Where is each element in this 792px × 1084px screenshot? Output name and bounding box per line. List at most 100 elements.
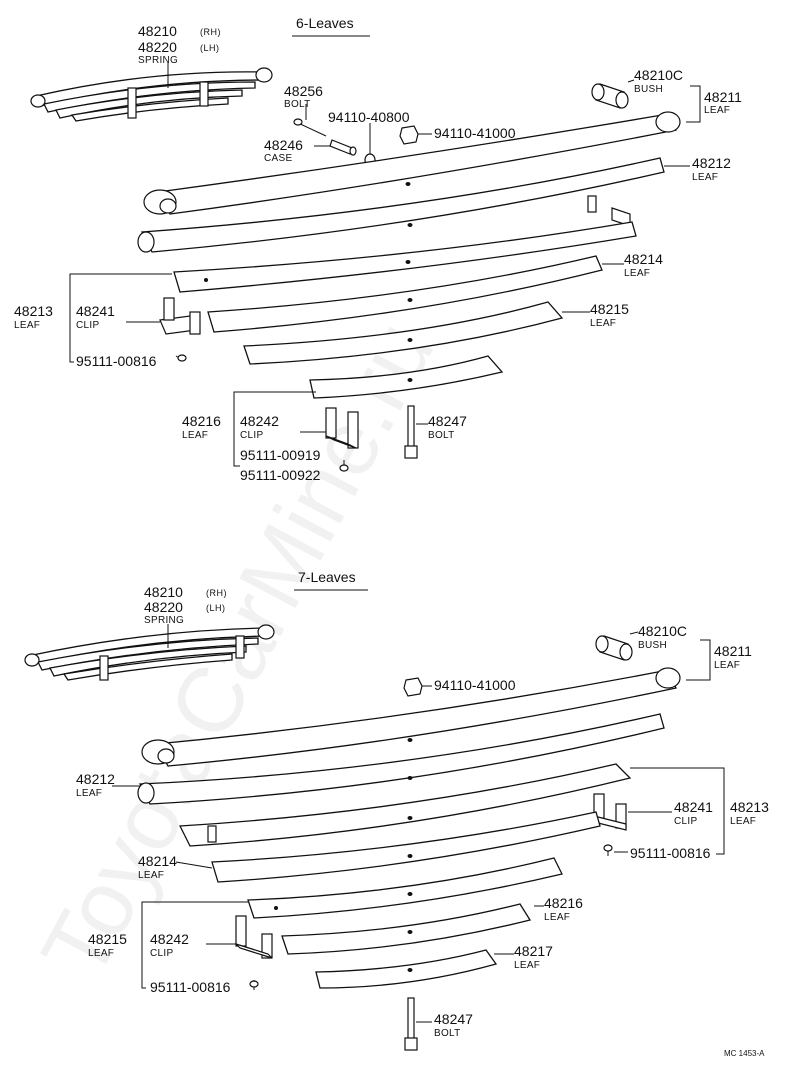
seven-spring-lh-tag: (LH): [206, 603, 226, 613]
seven-clip1-word: CLIP: [674, 816, 697, 827]
six-spring-rh-tag: (RH): [200, 27, 221, 37]
six-rivet1-number: 95111-00816: [76, 353, 157, 369]
six-bolt-number: 48256: [284, 83, 323, 99]
clip-48242-icon: [325, 407, 359, 449]
seven-leaf3-number: 48213: [730, 799, 769, 815]
six-leaf3-number: 48213: [14, 303, 53, 319]
seven-leaf-48214: [211, 811, 601, 883]
figure-code: MC 1453-A: [724, 1049, 765, 1058]
six-leaf5-number: 48215: [590, 301, 629, 317]
six-case-number: 48246: [264, 137, 303, 153]
six-spring-lh-number: 48220: [138, 39, 177, 55]
six-leaf5-word: LEAF: [590, 318, 616, 329]
seven-leaf6-number: 48216: [544, 895, 583, 911]
seven-rivet2-number: 95111-00816: [150, 979, 231, 995]
six-leaf4-word: LEAF: [624, 268, 650, 279]
case-48246-icon: [314, 139, 357, 156]
six-bush-word: BUSH: [634, 84, 663, 95]
six-bolt-word: BOLT: [284, 99, 311, 110]
six-leaf4-number: 48214: [624, 251, 663, 267]
six-clip2-word: CLIP: [240, 430, 263, 441]
seven-leaf4-word: LEAF: [138, 870, 164, 881]
bush-48210c-icon: [591, 79, 635, 109]
seven-leaf1-number: 48211: [714, 643, 752, 659]
six-leaf-48214: [207, 255, 603, 333]
seven-cbolt-number: 48247: [434, 1011, 473, 1027]
nut-94110-40800-icon: [364, 123, 376, 167]
seven-leaf-48217: [315, 949, 498, 989]
seven-leaf7-number: 48217: [514, 943, 553, 959]
six-leaf2-word: LEAF: [692, 172, 718, 183]
six-rivet2-number: 95111-00919: [240, 447, 321, 463]
clip-48241-icon: [159, 297, 201, 335]
seven-clip2-word: CLIP: [150, 948, 173, 959]
spring-assembly-thumbnail: [30, 62, 273, 122]
spring-assembly-thumbnail-7: [24, 624, 275, 681]
seven-cbolt-word: BOLT: [434, 1028, 461, 1039]
six-leaf-48213: [173, 221, 637, 293]
six-nut1-number: 94110-40800: [328, 109, 410, 125]
seven-leaf3-word: LEAF: [730, 816, 756, 827]
six-leaf-48215: [243, 301, 564, 365]
six-nut2-number: 94110-41000: [434, 125, 516, 141]
six-clip1-word: CLIP: [76, 320, 99, 331]
seven-leaf-48212: [137, 713, 665, 805]
six-leaf6-word: LEAF: [182, 430, 208, 441]
seven-spring-rh-tag: (RH): [206, 588, 227, 598]
seven-leaf1-word: LEAF: [714, 660, 740, 671]
seven-leaf6-word: LEAF: [544, 912, 570, 923]
six-cbolt-word: BOLT: [428, 430, 455, 441]
seven-clip2-number: 48242: [150, 931, 189, 947]
six-leaf3-word: LEAF: [14, 320, 40, 331]
six-spring-rh-number: 48210: [138, 23, 177, 39]
seven-leaf2-number: 48212: [76, 771, 115, 787]
six-leaf1-word: LEAF: [704, 105, 730, 116]
center-bolt-48247-icon: [404, 405, 428, 459]
seven-bush-number: 48210C: [638, 623, 687, 639]
six-case-word: CASE: [264, 153, 292, 164]
six-leaf1-number: 48211: [704, 89, 742, 105]
rivet-95111-00922-icon: [339, 460, 349, 472]
seven-leaf2-word: LEAF: [76, 788, 102, 799]
center-bolt-48247-icon-7: [404, 997, 432, 1051]
seven-leaf5-number: 48215: [88, 931, 127, 947]
nut-94110-41000-icon: [399, 125, 432, 145]
six-leaf6-number: 48216: [182, 413, 221, 429]
six-spring-lh-tag: (LH): [200, 43, 220, 53]
six-bush-number: 48210C: [634, 67, 683, 83]
six-clip1-number: 48241: [76, 303, 115, 319]
section-six-leaves: 6-Leaves 48210 (RH) 48220 (LH) SPRING 48…: [14, 15, 742, 483]
six-spring-word: SPRING: [138, 55, 178, 66]
rivet-95111-00816-icon: [175, 354, 187, 362]
seven-nut-number: 94110-41000: [434, 677, 516, 693]
seven-bush-word: BUSH: [638, 640, 667, 651]
bolt-48256-icon: [293, 104, 327, 137]
seven-rivet1-number: 95111-00816: [630, 845, 711, 861]
seven-spring-word: SPRING: [144, 615, 184, 626]
six-rivet3-number: 95111-00922: [240, 467, 321, 483]
seven-clip1-number: 48241: [674, 799, 713, 815]
seven-leaf-48215: [247, 857, 563, 919]
bush-48210c-icon-7: [595, 631, 639, 661]
nut-94110-41000-icon-7: [403, 677, 432, 697]
clip-48242-icon-7: [235, 915, 273, 959]
seven-leaf5-word: LEAF: [88, 948, 114, 959]
rivet-95111-00816-icon-7b: [249, 980, 259, 990]
seven-leaf-48216: [281, 903, 532, 955]
six-leaf-48211: [143, 111, 681, 215]
seven-leaf-48213: [178, 763, 632, 847]
six-leaf-48212: [137, 157, 665, 253]
six-leaf-48216: [309, 355, 504, 399]
seven-spring-rh-number: 48210: [144, 584, 183, 600]
rivet-95111-00816-icon-7a: [603, 844, 628, 856]
six-leaf2-number: 48212: [692, 155, 731, 171]
seven-leaf-48211: [141, 667, 681, 767]
six-clip2-number: 48242: [240, 413, 279, 429]
six-leaves-title: 6-Leaves: [296, 15, 354, 31]
seven-leaves-title: 7-Leaves: [298, 569, 356, 585]
seven-spring-lh-number: 48220: [144, 599, 183, 615]
seven-leaf7-word: LEAF: [514, 960, 540, 971]
section-seven-leaves: 7-Leaves 48210 (RH) 48220 (LH) SPRING 48…: [24, 569, 769, 1051]
six-cbolt-number: 48247: [428, 413, 467, 429]
